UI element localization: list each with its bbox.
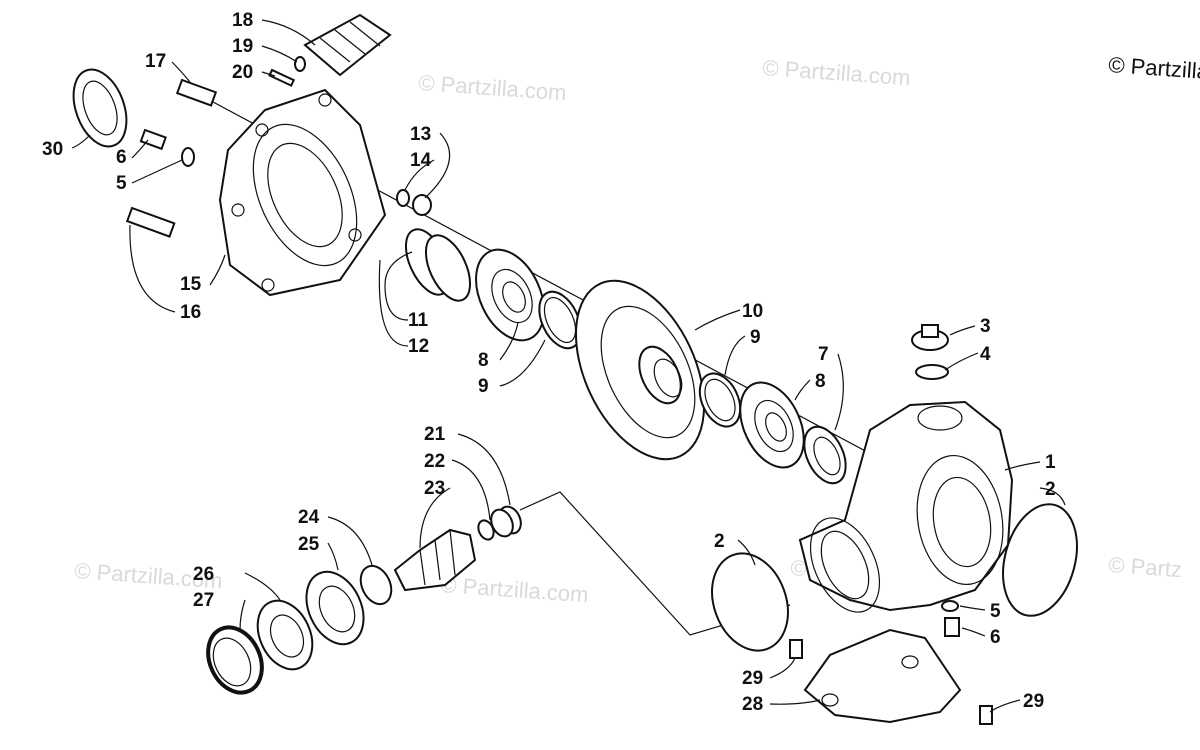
part-23-pinion: [393, 528, 477, 592]
part-8-bearing: [475, 248, 545, 342]
part-8-bearing: [739, 381, 805, 469]
callout-25: 25: [298, 534, 320, 555]
part-9-shim: [538, 290, 582, 350]
part-20-pin: [268, 68, 296, 87]
part-16-bolt: [125, 206, 176, 238]
part-22-washer: [477, 519, 495, 541]
part-28-skid-plate: [803, 628, 962, 724]
part-25-bearing: [305, 570, 365, 646]
callout-18: 18: [232, 10, 253, 31]
part-24-shim: [359, 564, 393, 606]
callout-11: 11: [408, 310, 429, 331]
part-10-ring-gear: [574, 279, 706, 461]
callout-13: 13: [410, 124, 431, 145]
callout-30: 30: [42, 139, 63, 160]
callout-14: 14: [410, 150, 432, 171]
callout-16: 16: [180, 302, 201, 323]
callout-6: 6: [990, 627, 1001, 648]
callout-24: 24: [298, 507, 320, 528]
callout-21: 21: [424, 424, 446, 445]
watermark: © Partzilla.com: [762, 55, 912, 90]
part-6-bolt: [139, 128, 167, 151]
callout-29: 29: [1023, 691, 1044, 712]
callout-19: 19: [232, 36, 253, 57]
part-17-bolt: [175, 78, 218, 107]
callout-2: 2: [714, 531, 725, 552]
part-18-boot: [303, 13, 392, 77]
callout-29: 29: [742, 668, 763, 689]
callout-7: 7: [818, 344, 829, 365]
part-5-washer: [941, 600, 959, 612]
part-11-race: [404, 228, 472, 302]
part-9-shim: [698, 372, 742, 428]
callout-28: 28: [742, 694, 763, 715]
callout-9: 9: [750, 327, 761, 348]
part-29-bolt: [979, 705, 993, 725]
callout-27: 27: [193, 590, 214, 611]
callout-6: 6: [116, 147, 127, 168]
callout-12: 12: [408, 336, 429, 357]
callout-17: 17: [145, 51, 166, 72]
part-1-housing: [798, 400, 1014, 613]
part-2-oring: [1002, 503, 1078, 617]
watermark: © Partzilla.com: [440, 572, 590, 607]
watermark: © Partz: [1108, 552, 1183, 582]
part-4-oring: [915, 364, 949, 380]
callout-8: 8: [478, 350, 489, 371]
part-21-bearing: [490, 505, 522, 538]
callout-23: 23: [424, 478, 445, 499]
part-27-seal: [206, 625, 264, 695]
part-7-seal: [803, 425, 847, 485]
watermark: © Partzilla.com: [418, 70, 568, 105]
callout-4: 4: [980, 344, 991, 365]
callout-labels: 18 19 20 17 30 6 5 15 16 13 14 11 12 8 9…: [42, 10, 1056, 715]
part-3-drain-plug: [911, 324, 949, 351]
callout-2: 2: [1045, 479, 1056, 500]
part-6-bolt: [944, 617, 960, 637]
leader-lines: [71, 19, 1066, 713]
callout-26: 26: [193, 564, 214, 585]
callout-15: 15: [180, 274, 202, 295]
part-30-seal-cap: [72, 68, 128, 148]
part-5-washer: [181, 147, 195, 167]
copyright-notice: © Partzilla: [1108, 52, 1200, 84]
callout-22: 22: [424, 451, 445, 472]
callout-3: 3: [980, 316, 991, 337]
callout-1: 1: [1045, 452, 1056, 473]
part-26-bearing: [256, 599, 314, 671]
part-19-washer: [294, 56, 306, 72]
callout-8: 8: [815, 371, 826, 392]
part-14-oring: [396, 189, 410, 207]
callout-5: 5: [990, 601, 1001, 622]
callout-5: 5: [116, 173, 127, 194]
callout-9: 9: [478, 376, 489, 397]
part-2-oring: [711, 552, 789, 652]
callout-10: 10: [742, 301, 763, 322]
part-15-cover: [218, 88, 387, 297]
part-29-bolt: [789, 639, 803, 659]
callout-20: 20: [232, 62, 253, 83]
part-13-plug: [412, 194, 432, 216]
